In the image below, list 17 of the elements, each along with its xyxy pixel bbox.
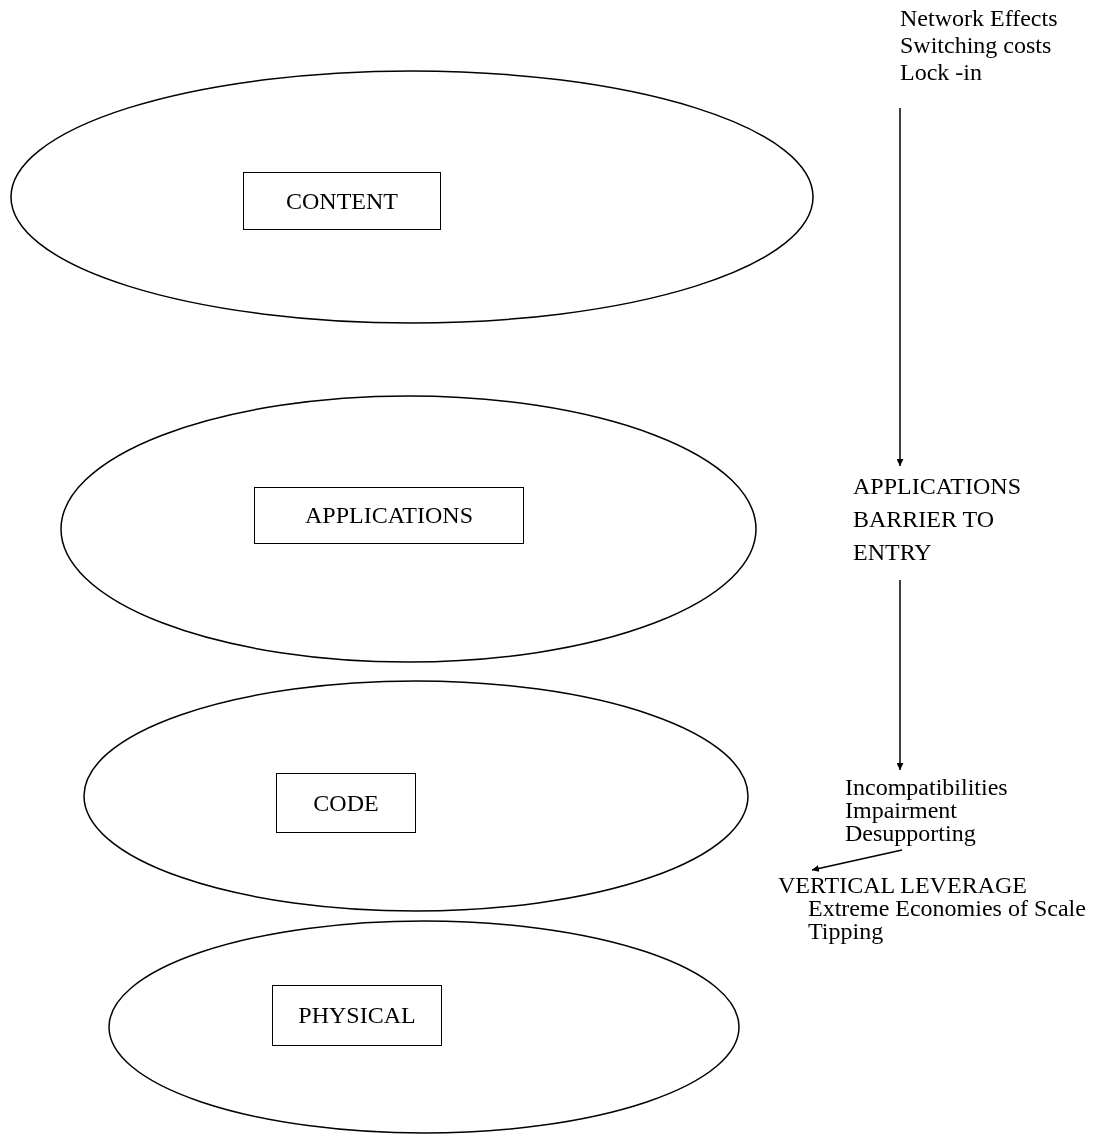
arrow xyxy=(896,107,904,467)
factor-text: Switching costs xyxy=(900,32,1052,59)
arrow xyxy=(811,849,903,872)
layer-box: CONTENT xyxy=(243,172,441,230)
heading-text: APPLICATIONS BARRIER TO ENTRY xyxy=(853,472,1023,567)
layer-box: APPLICATIONS xyxy=(254,487,524,544)
heading-text: Tipping xyxy=(808,920,884,943)
factor-text: Impairment xyxy=(845,799,957,822)
factor-text: Network Effects xyxy=(900,5,1058,32)
heading-text: Extreme Economies of Scale xyxy=(808,897,1086,920)
layer-box: CODE xyxy=(276,773,416,833)
factor-text: Incompatibilities xyxy=(845,776,1008,799)
arrow xyxy=(896,579,904,771)
heading-text: VERTICAL LEVERAGE xyxy=(778,874,1027,897)
layer-box: PHYSICAL xyxy=(272,985,442,1046)
factor-text: Desupporting xyxy=(845,822,976,845)
factor-text: Lock -in xyxy=(900,59,982,86)
